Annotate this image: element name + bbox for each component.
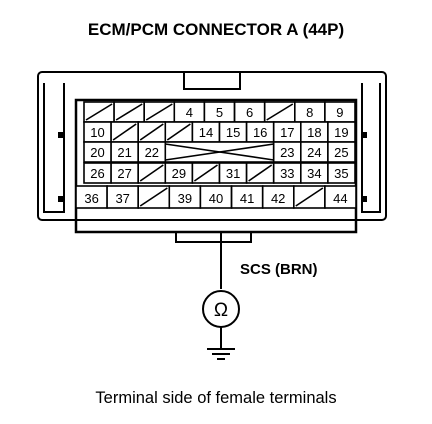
terminal-label: 27 xyxy=(117,166,131,181)
terminal-label: 41 xyxy=(240,191,254,206)
terminal-label: 6 xyxy=(246,105,253,120)
unused-cavity-slash xyxy=(139,187,168,207)
unused-cavity-slash xyxy=(266,103,294,121)
terminal-label: 31 xyxy=(226,166,240,181)
connector-right-tab-bottom xyxy=(362,196,367,202)
unused-cavity-slash xyxy=(115,103,143,121)
terminal-label: 16 xyxy=(253,125,267,140)
blocked-cavity-cross-b xyxy=(165,143,274,161)
unused-cavity-slash xyxy=(139,164,164,182)
terminal-label: 35 xyxy=(334,166,348,181)
terminal-label: 5 xyxy=(216,105,223,120)
terminal-label: 25 xyxy=(334,145,348,160)
terminal-label: 42 xyxy=(271,191,285,206)
terminal-label: 33 xyxy=(280,166,294,181)
connector-top-key xyxy=(183,72,241,90)
terminal-label: 22 xyxy=(145,145,159,160)
terminal-label: 14 xyxy=(199,125,213,140)
terminal-label: 18 xyxy=(307,125,321,140)
terminal-label: 39 xyxy=(178,191,192,206)
unused-cavity-slash xyxy=(145,103,173,121)
terminal-label: 24 xyxy=(307,145,321,160)
unused-cavity-slash xyxy=(166,123,191,141)
terminal-label: 37 xyxy=(115,191,129,206)
unused-cavity-slash xyxy=(193,164,218,182)
unused-cavity-slash xyxy=(139,123,164,141)
ohm-icon: Ω xyxy=(214,300,228,321)
terminal-35 xyxy=(327,162,356,184)
unused-cavity-slash xyxy=(85,103,113,121)
terminal-grid: 4 5 6 8 9 10 14 15 16 17 18 19 20 21 22 23 24 25 26 27 29 31 3… xyxy=(75,101,357,209)
terminal-label: 17 xyxy=(280,125,294,140)
signal-label: SCS (BRN) xyxy=(240,261,318,278)
terminal-label: 29 xyxy=(172,166,186,181)
terminal-label: 34 xyxy=(307,166,321,181)
connector-shell-outer xyxy=(37,71,387,221)
diagram-caption: Terminal side of female terminals xyxy=(95,389,336,407)
connector-left-latch xyxy=(43,83,65,213)
terminal-label: 4 xyxy=(186,105,193,120)
terminal-label: 8 xyxy=(306,105,313,120)
terminal-label: 26 xyxy=(90,166,104,181)
connector-left-tab-top xyxy=(58,132,63,138)
terminal-label: 9 xyxy=(336,105,343,120)
diagram-title: ECM/PCM CONNECTOR A (44P) xyxy=(88,20,344,39)
connector-face xyxy=(74,98,358,234)
connector-left-tab-bottom xyxy=(58,196,63,202)
terminal-25 xyxy=(327,141,356,163)
connector-right-tab-top xyxy=(362,132,367,138)
terminal-label: 10 xyxy=(90,125,104,140)
unused-cavity-slash xyxy=(295,187,324,207)
terminal-label: 19 xyxy=(334,125,348,140)
terminal-label: 23 xyxy=(280,145,294,160)
unused-cavity-slash xyxy=(248,164,273,182)
terminal-label: 15 xyxy=(226,125,240,140)
terminal-label: 21 xyxy=(117,145,131,160)
connector-bottom-key xyxy=(175,233,252,243)
terminal-44 xyxy=(324,185,357,209)
connector-right-latch xyxy=(361,83,381,213)
unused-cavity-slash xyxy=(112,123,137,141)
terminal-label: 40 xyxy=(209,191,223,206)
terminal-label: 36 xyxy=(84,191,98,206)
terminal-label: 20 xyxy=(90,145,104,160)
terminal-label: 44 xyxy=(333,191,347,206)
